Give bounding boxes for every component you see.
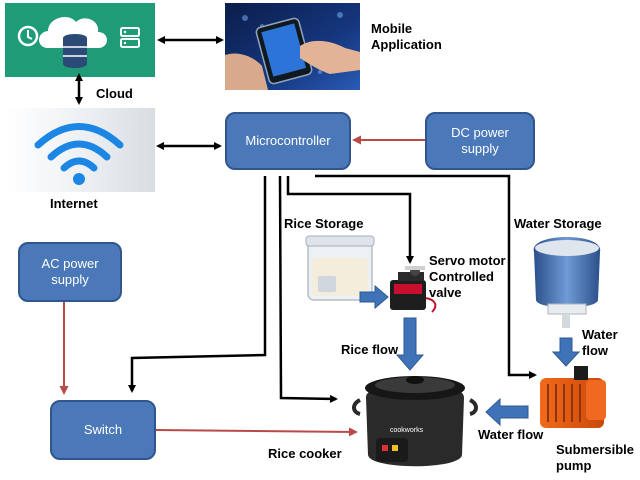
internet-label: Internet	[50, 196, 98, 211]
cooker-brand-label: cookworks	[390, 427, 424, 434]
servo-valve-label: Servo motor Controlled valve	[429, 253, 506, 300]
arrow-rice-flow	[395, 317, 425, 371]
cloud-shape-icon	[39, 16, 107, 48]
mobile-app-label: Mobile Application	[371, 21, 442, 52]
water-tank-image	[533, 237, 601, 328]
water-flow-label-1: Water flow	[582, 327, 618, 358]
signal-arrows	[75, 36, 537, 403]
server-icon	[120, 27, 140, 48]
database-icon	[63, 34, 87, 68]
servo-motor-image	[390, 266, 437, 313]
arrow-mcu-switch	[128, 176, 267, 393]
ac-power-label: AC power supply	[41, 256, 99, 287]
rice-flow-label: Rice flow	[341, 342, 399, 357]
cloud-panel	[5, 3, 155, 77]
ac-power-box: AC power supply	[18, 242, 122, 302]
rice-container-image	[305, 235, 375, 301]
microcontroller-box: Microcontroller	[225, 112, 351, 170]
arrow-mcu-cooker	[278, 175, 338, 403]
wifi-panel	[5, 108, 155, 192]
power-arrows	[59, 135, 425, 437]
pump-image	[540, 366, 606, 428]
switch-box: Switch	[50, 400, 156, 460]
arrow-switch-cooker	[155, 427, 358, 437]
arrow-water-flow-left	[485, 397, 529, 427]
rice-cooker-label: Rice cooker	[268, 446, 342, 461]
hand-phone-image	[225, 3, 360, 90]
arrow-water-flow-down	[551, 337, 581, 367]
arrow-rice-to-servo	[359, 284, 389, 310]
flow-arrows	[359, 284, 581, 427]
wifi-icon	[34, 123, 124, 172]
clock-icon	[17, 25, 39, 47]
submersible-pump-label: Submersible pump	[556, 442, 635, 473]
water-flow-label-2: Water flow	[478, 427, 544, 442]
dc-power-box: DC power supply	[425, 112, 535, 170]
cloud-label: Cloud	[96, 86, 133, 101]
rice-cooker-image: cookworks	[352, 376, 478, 467]
switch-label: Switch	[83, 422, 123, 437]
water-storage-label: Water Storage	[514, 216, 602, 231]
microcontroller-label: Microcontroller	[245, 133, 331, 148]
dc-power-label: DC power supply	[451, 125, 509, 156]
rice-storage-label: Rice Storage	[284, 216, 364, 231]
arrow-mcu-pump	[315, 174, 537, 379]
arrow-mcu-servo	[286, 176, 414, 264]
